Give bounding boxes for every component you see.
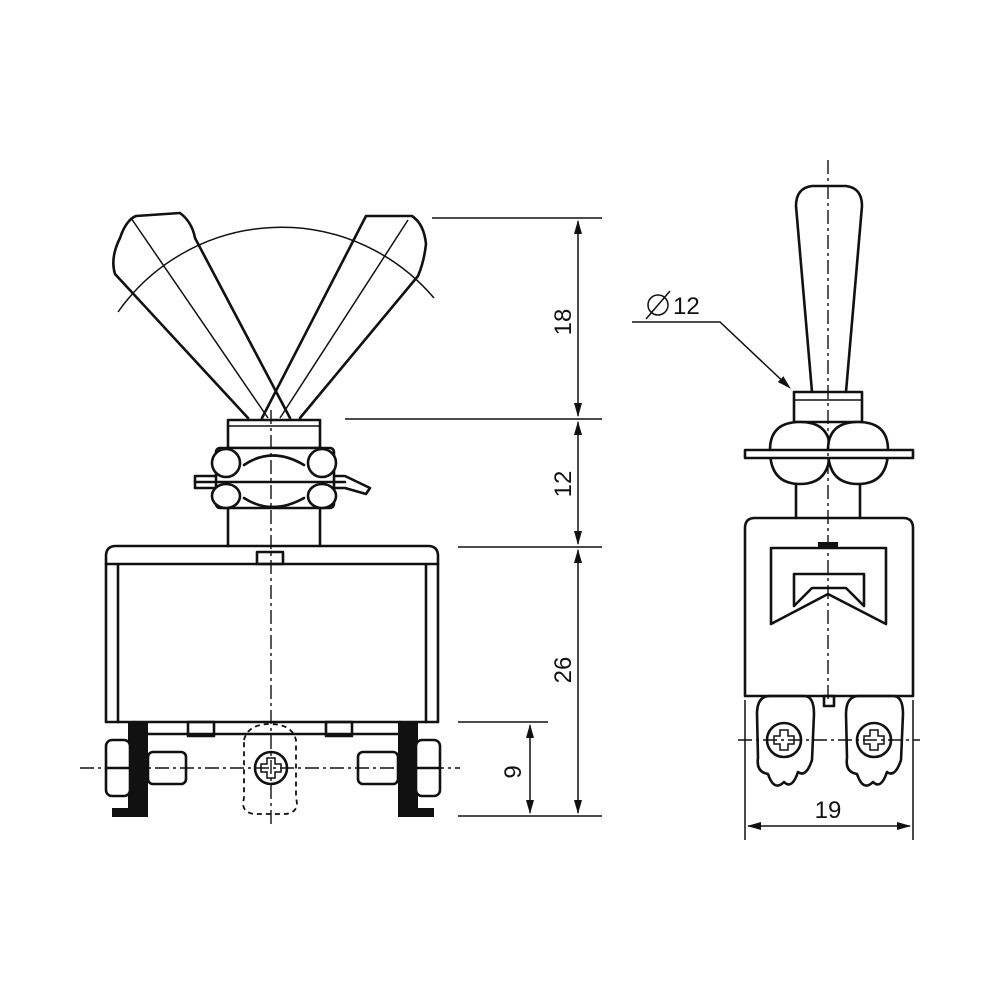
switch-body-front: [104, 544, 440, 738]
terminal-left-front: [104, 722, 188, 817]
side-view: [738, 160, 920, 787]
terminal-right-side: [844, 694, 905, 787]
dim-bushing-diameter: 12: [673, 293, 700, 320]
dim-body-height: 26: [550, 657, 577, 684]
front-view: [80, 211, 460, 826]
lever-right-position: [260, 214, 428, 420]
dim-terminal-height: 9: [500, 765, 527, 778]
diameter-leader: [632, 321, 791, 389]
bushing-collar: [226, 418, 322, 450]
terminal-right-front: [356, 722, 442, 817]
dim-lever-height: 18: [550, 309, 577, 336]
switch-body-side: [743, 516, 915, 708]
mounting-washer: [193, 474, 372, 496]
bushing-nut: [193, 446, 347, 510]
lever-side: [794, 184, 864, 394]
terminal-left-side: [755, 694, 816, 787]
dim-body-width: 19: [815, 797, 842, 824]
front-dimensions: 18 12 26 9: [345, 217, 602, 817]
dim-bushing-height: 12: [550, 471, 577, 498]
diameter-symbol: [647, 294, 669, 316]
nut-side: [743, 420, 915, 486]
terminal-center-front: [242, 723, 298, 815]
lever-swing-arc: [117, 226, 435, 313]
side-dimensions: 12 19: [632, 290, 914, 840]
lever-left-position: [112, 211, 292, 420]
